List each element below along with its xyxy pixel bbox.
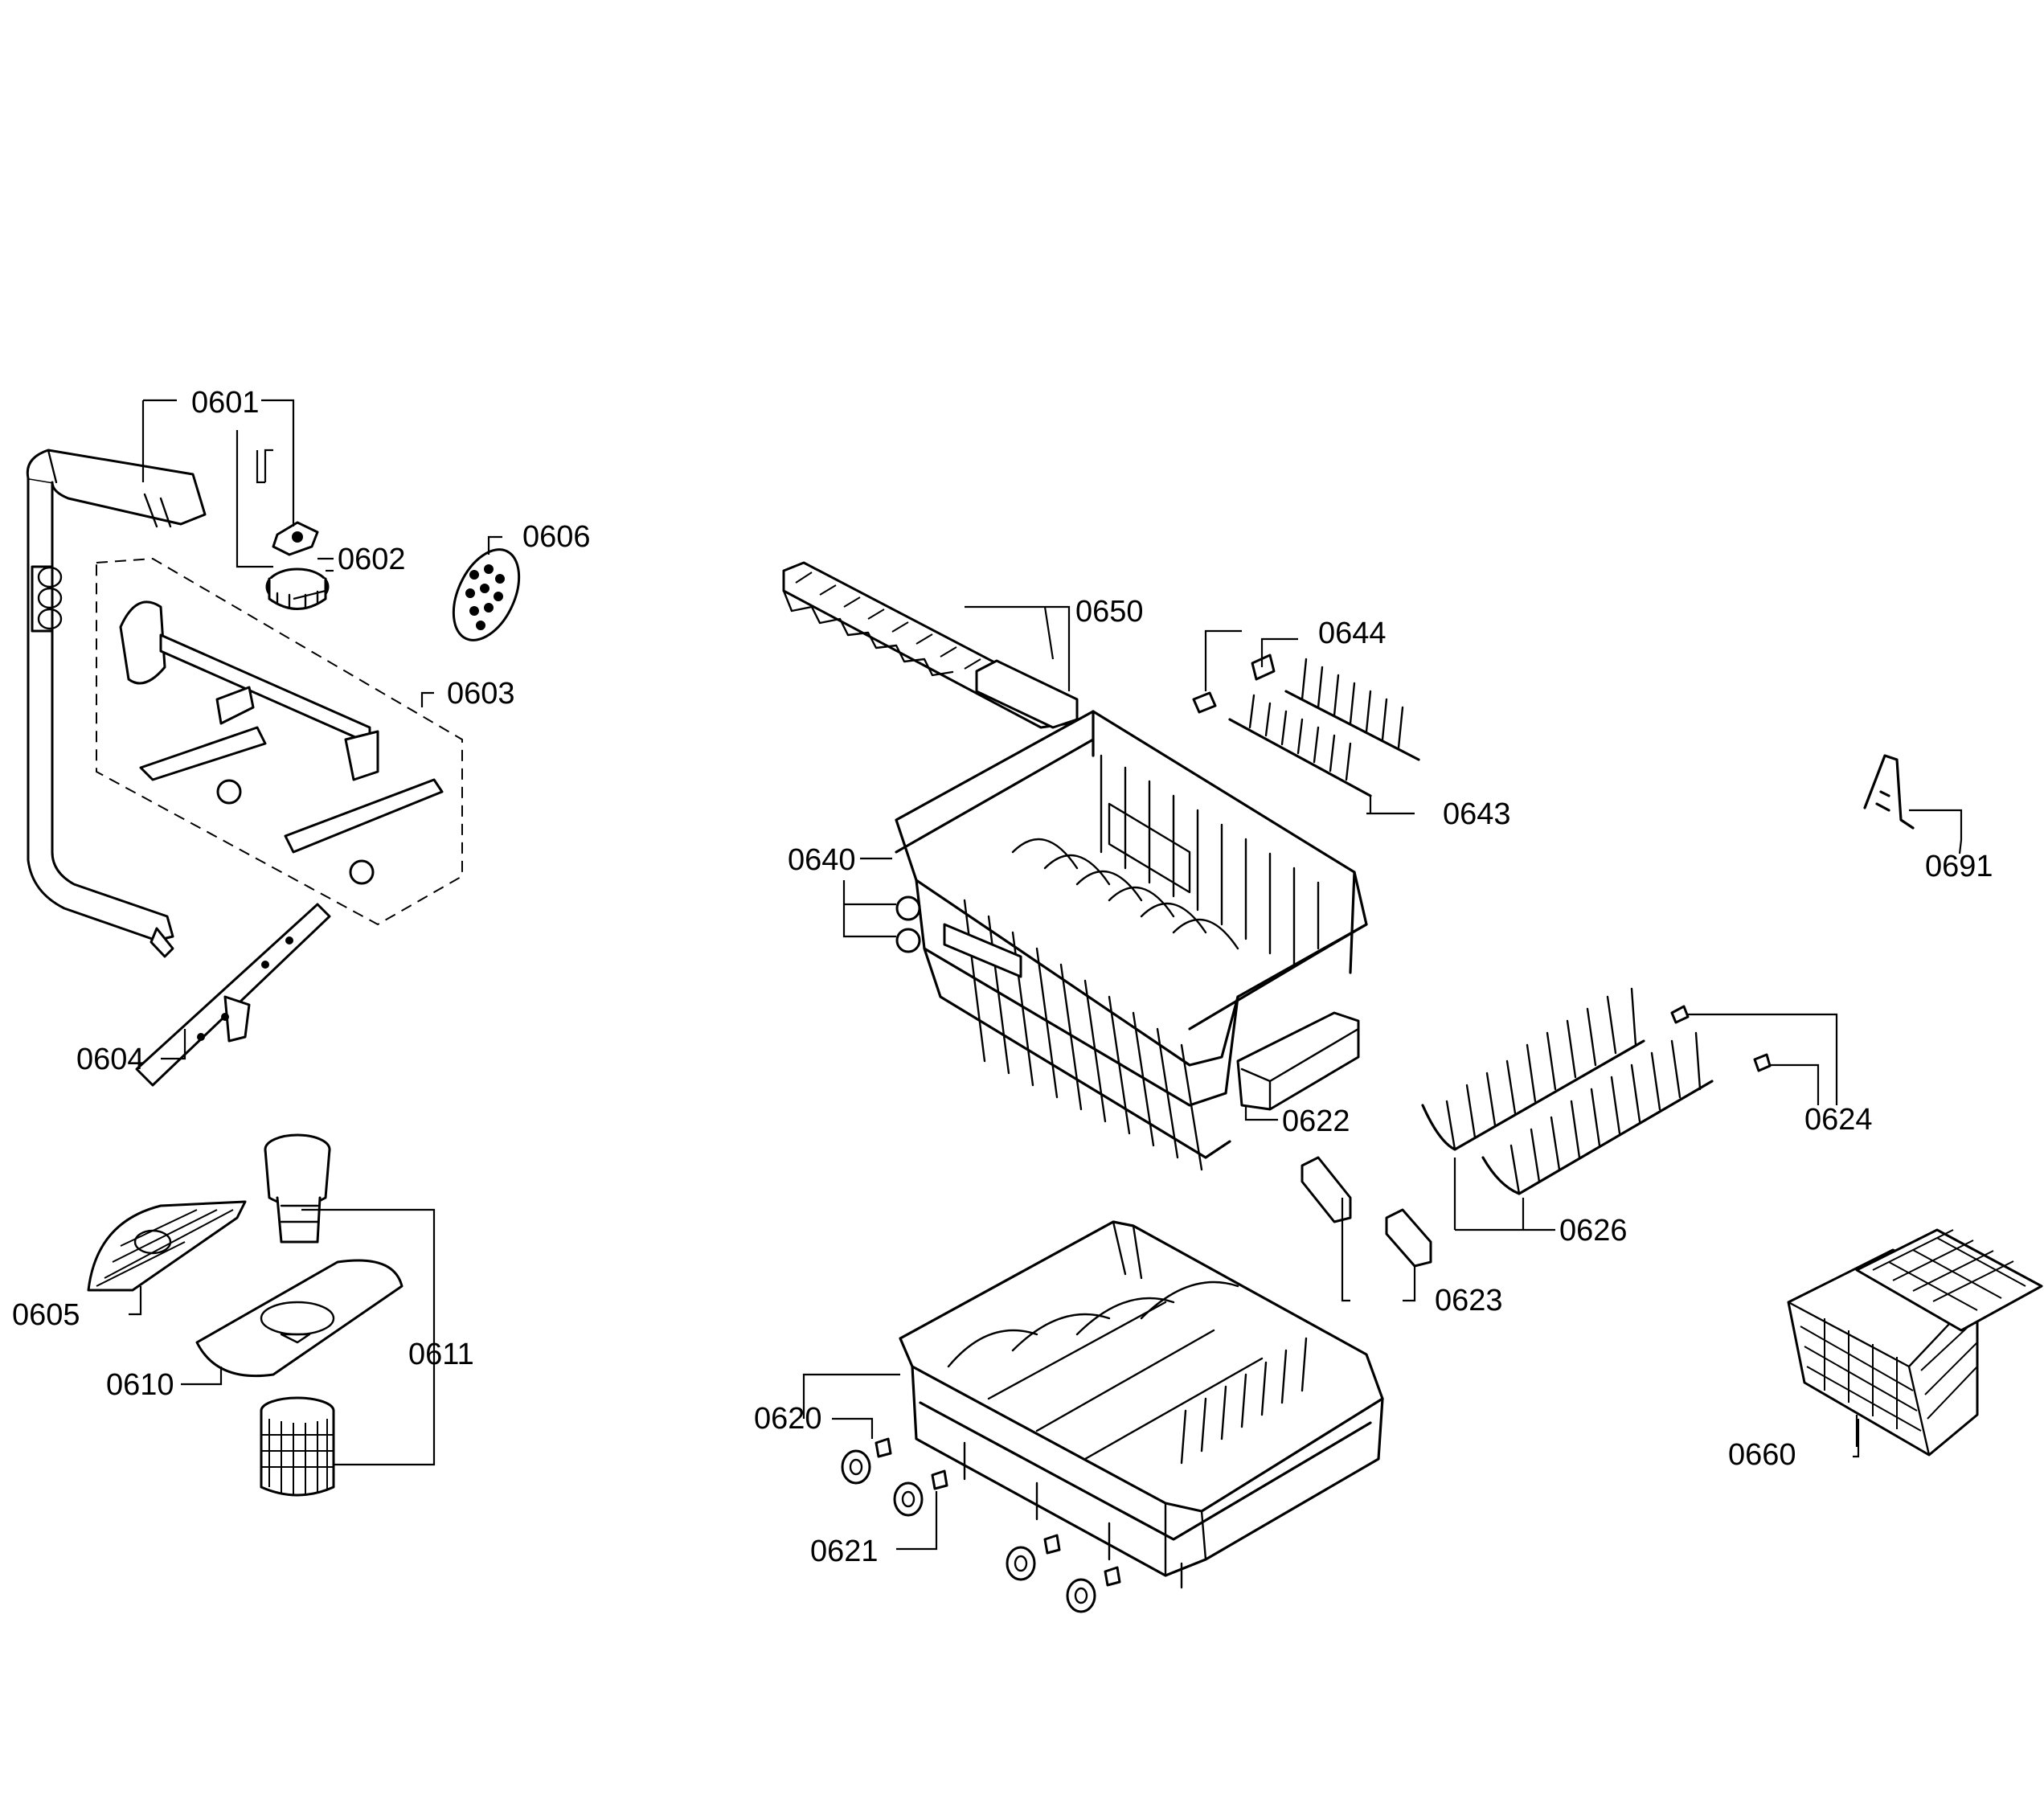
callout-0606: 0606 (522, 520, 591, 554)
small-tray-part (1236, 1011, 1360, 1111)
flat-filter-part (195, 1259, 403, 1378)
callout-0623: 0623 (1435, 1284, 1503, 1317)
tine-clip-part (1670, 1005, 1772, 1072)
round-strainer-part (452, 548, 521, 641)
callout-0660: 0660 (1728, 1438, 1796, 1472)
callout-0605: 0605 (12, 1298, 80, 1332)
callout-0691: 0691 (1925, 850, 1993, 883)
spray-hub-part (265, 521, 330, 610)
callout-0620: 0620 (754, 1402, 822, 1436)
cutlery-basket-icon (1787, 1228, 2043, 1457)
callout-0610: 0610 (106, 1368, 174, 1402)
callout-0601: 0601 (191, 386, 260, 420)
callout-0624: 0624 (1804, 1103, 1873, 1137)
rack-clip-part (1192, 654, 1276, 714)
callout-0643: 0643 (1443, 797, 1511, 831)
supply-pipe-part (26, 449, 207, 958)
callout-0626: 0626 (1559, 1214, 1628, 1248)
upper-rack-part (895, 710, 1368, 1171)
fine-filter-part (87, 1200, 247, 1292)
callout-0640: 0640 (788, 843, 856, 877)
micro-filter-part (260, 1396, 335, 1497)
cup-shelf-part (782, 561, 1079, 729)
upper-spray-arm-part (119, 600, 444, 885)
folding-tines-part (1228, 658, 1420, 797)
rack-adjuster-part (1301, 1156, 1432, 1268)
callout-0644: 0644 (1318, 617, 1387, 650)
callout-0621: 0621 (810, 1535, 879, 1568)
lower-tines-part (1421, 987, 1714, 1195)
wheel-icon (841, 1437, 1121, 1613)
lower-rack-part (899, 1220, 1384, 1589)
callout-0603: 0603 (447, 677, 515, 711)
callout-0611: 0611 (408, 1338, 474, 1371)
rack-hook-part (1863, 754, 1915, 830)
callout-0602: 0602 (338, 543, 406, 576)
callout-0650: 0650 (1075, 595, 1144, 629)
callout-0604: 0604 (76, 1043, 145, 1076)
filter-cylinder-part (264, 1133, 331, 1244)
callout-0622: 0622 (1282, 1104, 1350, 1138)
